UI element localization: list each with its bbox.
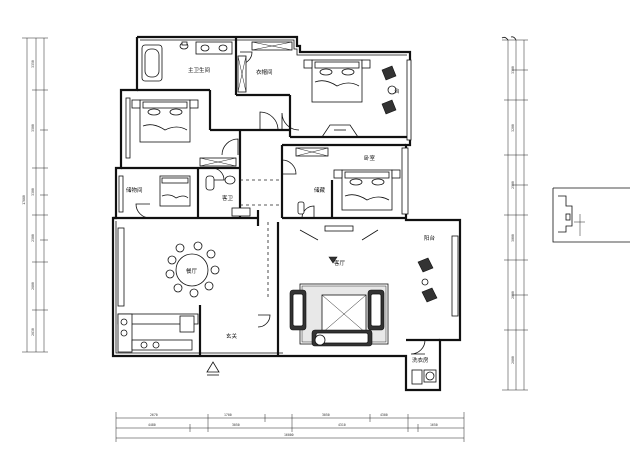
dining-room: 餐厅 [165, 241, 220, 298]
bedroom-a [131, 99, 237, 167]
left-dim-5: 2600 [31, 282, 35, 290]
room-label-pantry: 储藏 [314, 186, 326, 194]
bottom-dim-2: 1700 [224, 413, 232, 417]
right-dim-5: 2000 [511, 291, 515, 299]
room-label-dining: 餐厅 [186, 267, 198, 275]
right-dim-4: 3000 [511, 234, 515, 242]
bottom-dimension-lines: 2670 1700 3050 4300 4480 3050 4310 1650 … [115, 412, 465, 442]
doors [135, 51, 426, 355]
room-label-balcony: 阳台 [424, 234, 436, 242]
left-dim-1: 3350 [31, 60, 35, 68]
laundry: 洗衣房 [411, 356, 437, 385]
detail-fragment [552, 187, 630, 243]
bottom-dim-7: 4310 [338, 423, 346, 427]
right-dim-3: 2500 [511, 181, 515, 189]
room-label-entry: 玄关 [226, 332, 238, 340]
room-label-bedroom-b: 卧室 [364, 154, 376, 162]
kitchen-counter [117, 313, 199, 353]
bottom-dim-1: 2670 [150, 413, 158, 417]
right-dim-6: 2600 [511, 356, 515, 364]
entry: 玄关 [206, 332, 238, 376]
bedroom-small: 储物间 [126, 175, 191, 207]
left-dimension-lines: 17880 3350 3500 3300 2500 2600 2630 [22, 37, 48, 353]
room-label-laundry: 洗衣房 [412, 356, 429, 364]
bottom-dim-4: 4300 [380, 413, 388, 417]
room-label-second-bath: 客卫 [222, 194, 234, 202]
bottom-dim-8: 1650 [430, 423, 438, 427]
room-label-closet: 衣帽间 [256, 68, 273, 76]
right-dim-1: 3300 [511, 66, 515, 74]
room-label-master-bath: 主卫生间 [188, 66, 210, 74]
second-bathroom: 客卫 [205, 175, 251, 217]
living-room: 客厅 阳台 [289, 225, 438, 347]
left-total-dimension: 17880 [22, 195, 26, 205]
bottom-dim-3: 3050 [322, 413, 330, 417]
left-dim-6: 2630 [31, 328, 35, 336]
interior-walls [113, 37, 440, 356]
left-dim-2: 3500 [31, 124, 35, 132]
master-bathroom: 主卫生间 [141, 41, 233, 82]
windows [117, 59, 459, 317]
closet: 衣帽间 [237, 41, 293, 93]
right-dim-2: 3200 [511, 124, 515, 132]
bottom-total-dimension: 16000 [284, 433, 294, 437]
left-dim-4: 2500 [31, 234, 35, 242]
room-label-living: 客厅 [334, 259, 346, 267]
bedroom-b: 卧室 储藏 [295, 147, 401, 215]
room-label-storage-room: 储物间 [126, 186, 143, 194]
bottom-dim-6: 3050 [232, 423, 240, 427]
right-dimension-lines: 3300 3200 2500 3000 2000 2600 [501, 36, 528, 391]
left-dim-3: 3300 [31, 188, 35, 196]
bottom-dim-5: 4480 [148, 423, 156, 427]
room-label-bedroom-master-aux: 台 [394, 87, 400, 95]
master-bedroom: 台 [303, 59, 400, 138]
